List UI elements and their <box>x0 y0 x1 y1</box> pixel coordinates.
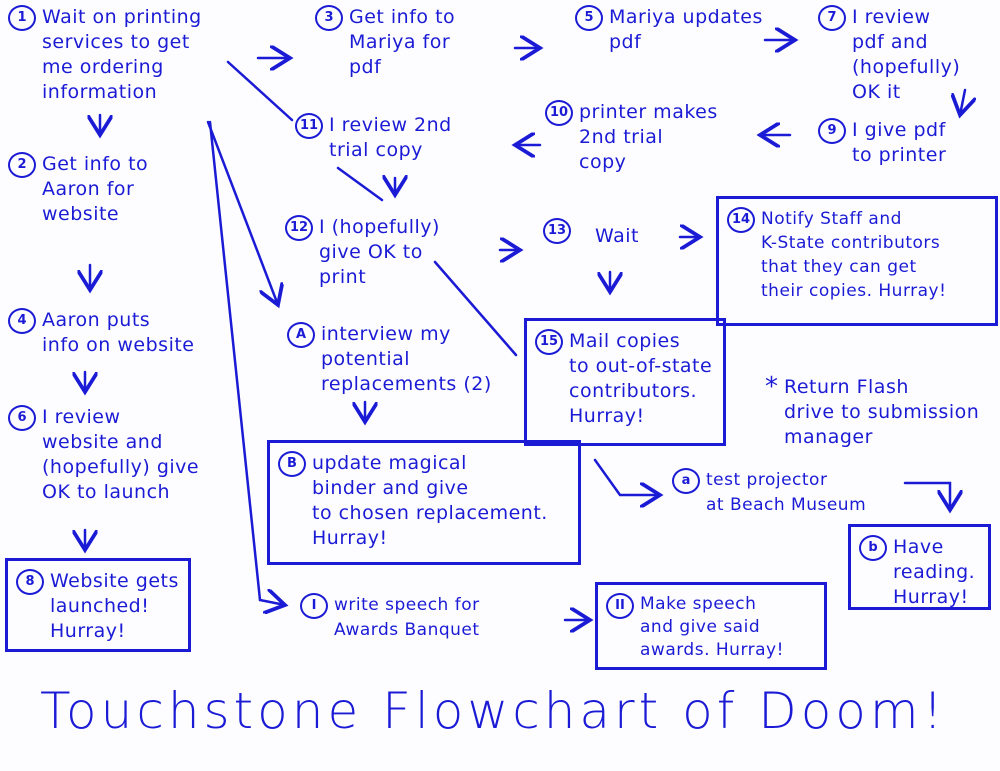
step-text: Wait <box>595 225 639 247</box>
step-text: Get info to Aaron for website <box>42 153 149 225</box>
step-text: write speech for Awards Banquet <box>334 595 480 640</box>
step-text: Mariya updates pdf <box>609 6 763 53</box>
arrow-7-9 <box>960 88 965 115</box>
step-text: Mail copies to out-of-state contributors… <box>569 330 713 427</box>
flowchart-title: Touchstone Flowchart of Doom! <box>40 682 947 740</box>
step-number: b <box>859 535 887 561</box>
step-number: A <box>287 322 315 348</box>
step-text: Make speech and give said awards. Hurray… <box>640 594 784 660</box>
step-number: 4 <box>8 308 36 334</box>
step-number: B <box>278 451 306 477</box>
step-text: Wait on printing services to get me orde… <box>42 6 202 103</box>
line-1-I <box>208 120 262 602</box>
asterisk-icon: * <box>765 372 778 402</box>
step-number: 6 <box>8 405 36 431</box>
arrow-1-A <box>206 120 278 305</box>
step-number: 10 <box>545 100 573 126</box>
step-text: I review pdf and (hopefully) OK it <box>852 6 961 103</box>
step-number: I <box>300 593 328 619</box>
step-text: Have reading. Hurray! <box>893 536 976 608</box>
step-number: 9 <box>818 118 846 144</box>
step-number: 7 <box>818 5 846 31</box>
step-text: update magical binder and give to chosen… <box>312 452 548 549</box>
step-number: 8 <box>16 569 44 595</box>
arrow-B-a <box>593 458 660 495</box>
arrow-a-b <box>903 481 950 510</box>
step-number: 3 <box>315 5 343 31</box>
step-number: II <box>606 593 634 619</box>
step-text: I (hopefully) give OK to print <box>319 216 440 288</box>
step-text: I review website and (hopefully) give OK… <box>42 406 200 503</box>
step-number: 11 <box>295 113 323 139</box>
step-text: interview my potential replacements (2) <box>321 323 492 395</box>
step-number: 15 <box>535 329 563 355</box>
step-text: I give pdf to printer <box>852 119 947 166</box>
line-12-15 <box>433 260 518 357</box>
step-text: Aaron puts info on website <box>42 309 195 356</box>
step-number: 12 <box>285 215 313 241</box>
step-text: Get info to Mariya for pdf <box>349 6 456 78</box>
step-text: I review 2nd trial copy <box>329 114 452 161</box>
line-11-12 <box>336 166 384 202</box>
step-number: 14 <box>727 207 755 233</box>
step-13: 13 Wait <box>543 218 639 249</box>
step-text: printer makes 2nd trial copy <box>579 101 718 173</box>
step-number: a <box>672 468 700 494</box>
step-text: Notify Staff and K-State contributors th… <box>761 209 947 301</box>
line-1-11 <box>226 60 294 122</box>
step-text: Website gets launched! Hurray! <box>50 570 179 642</box>
step-number: 1 <box>8 5 36 31</box>
step-number: 13 <box>543 218 571 244</box>
step-text: Return Flash drive to submission manager <box>784 376 980 448</box>
step-number: 5 <box>575 5 603 31</box>
step-star: *Return Flash drive to submission manage… <box>765 372 980 450</box>
arrow-1-I <box>258 600 285 605</box>
step-text: test projector at Beach Museum <box>706 470 867 515</box>
step-number: 2 <box>8 152 36 178</box>
